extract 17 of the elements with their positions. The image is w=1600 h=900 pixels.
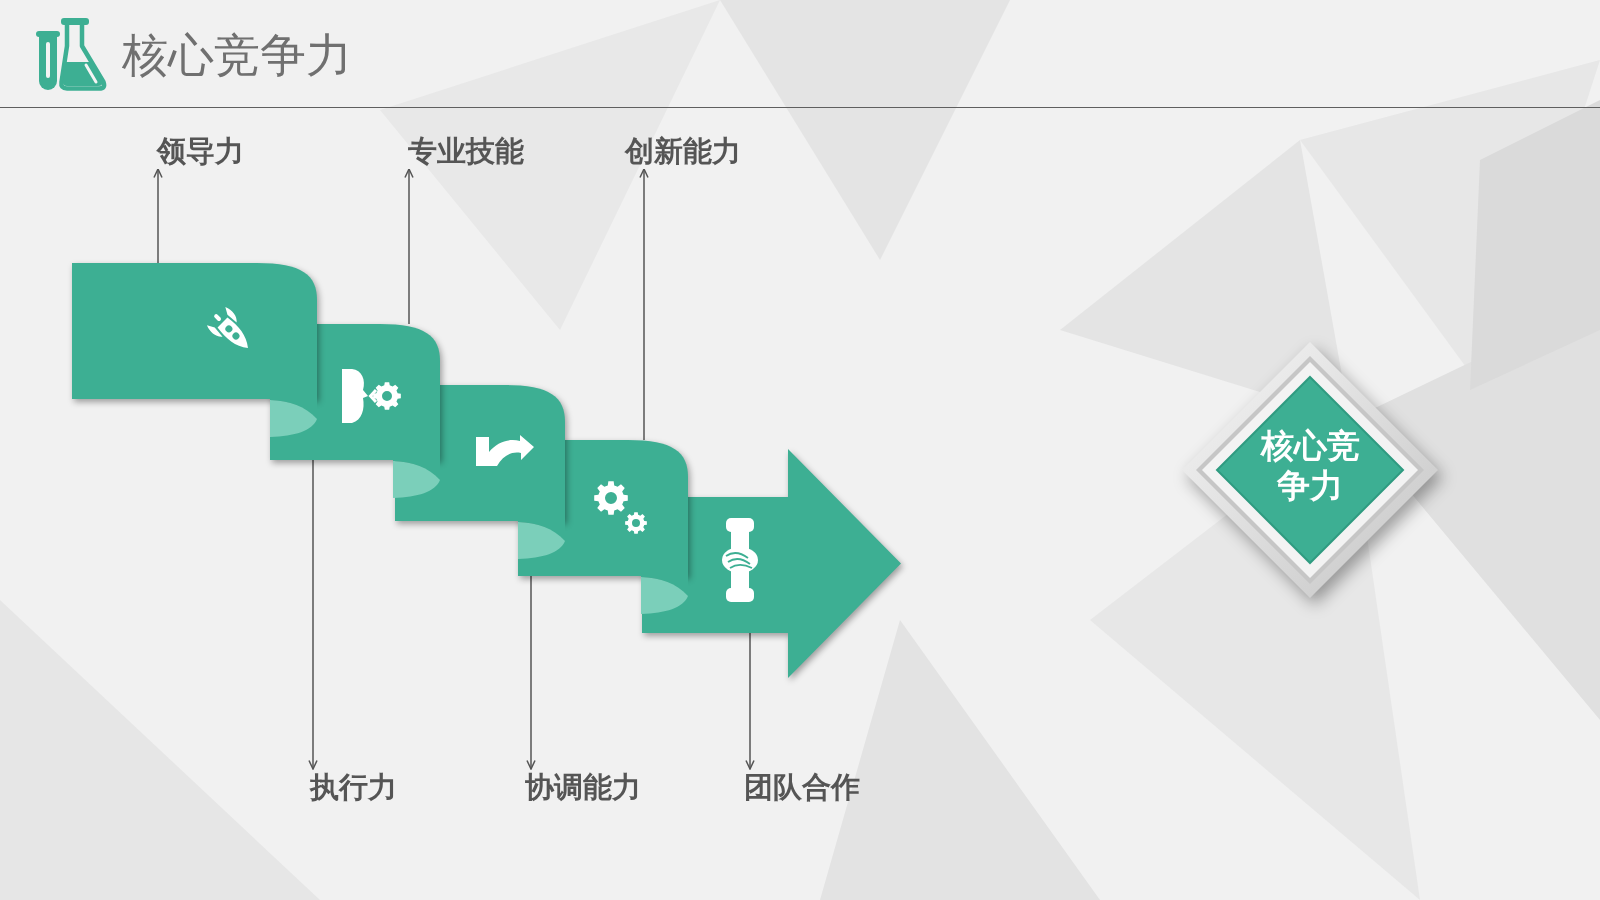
- arrow: [308, 459, 318, 770]
- skill-label: 领导力: [157, 134, 244, 168]
- skill-label: 协调能力: [525, 770, 641, 804]
- skill-label: 团队合作: [744, 770, 860, 804]
- arrow: [526, 575, 536, 770]
- badge-text: 核心竞争力: [1259, 426, 1361, 506]
- skill-label: 专业技能: [408, 134, 524, 168]
- page-title: 核心竞争力: [122, 27, 352, 84]
- diamond-badge: [1182, 342, 1438, 598]
- arrow: [153, 168, 163, 264]
- skill-label: 创新能力: [625, 134, 741, 168]
- ribbon-segment: [72, 263, 317, 399]
- arrow: [745, 632, 755, 770]
- skill-label: 执行力: [310, 770, 397, 804]
- ribbon-arrow: [642, 449, 901, 678]
- arrow: [404, 168, 414, 325]
- arrow: [639, 168, 649, 441]
